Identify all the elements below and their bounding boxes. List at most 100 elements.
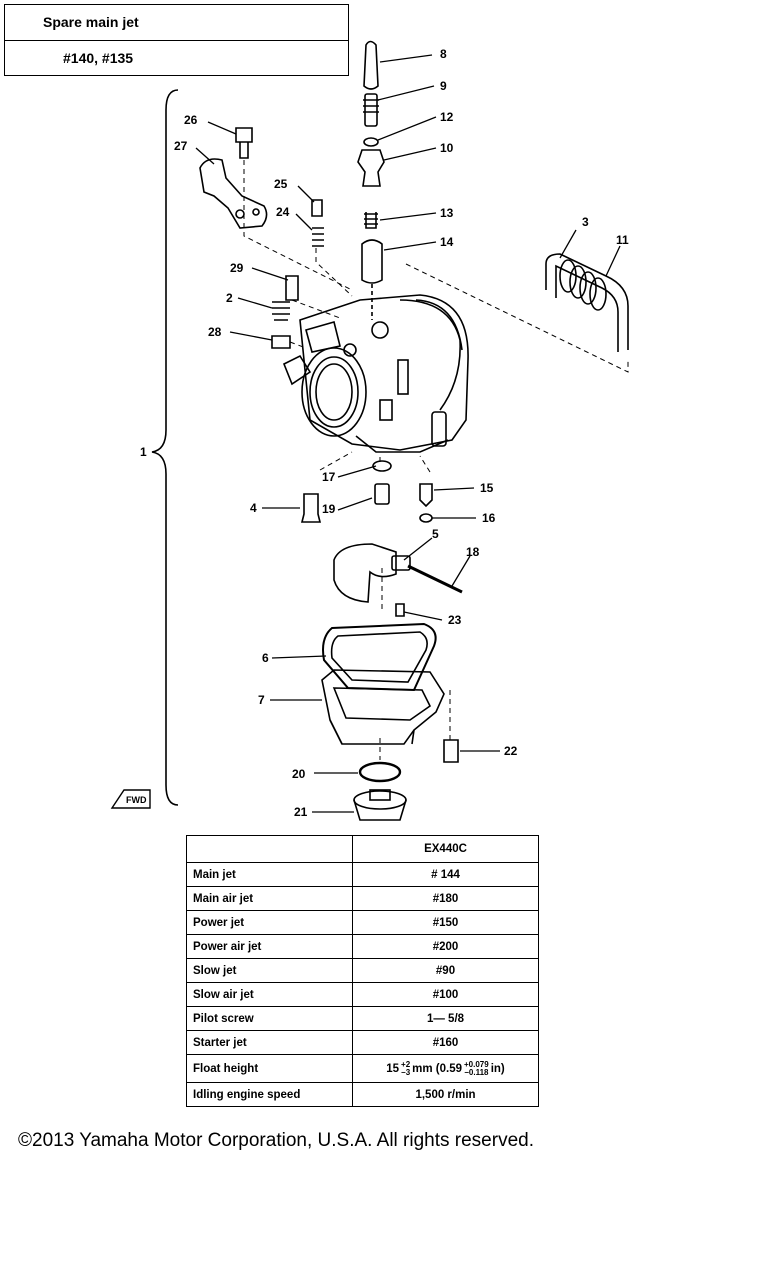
spec-label: Float height (186, 1054, 353, 1083)
part-5-float (333, 543, 397, 603)
spec-row: Power jet #150 (186, 910, 539, 935)
part-29 (285, 275, 299, 301)
spec-row: Slow air jet #100 (186, 982, 539, 1007)
part-label-6: 6 (262, 651, 269, 665)
part-label-7: 7 (258, 693, 265, 707)
part-8-cap (363, 40, 379, 90)
spare-main-jet-label: Spare main jet (5, 5, 348, 41)
part-label-29: 29 (230, 261, 244, 275)
part-21-drain-plug (353, 789, 407, 821)
spec-header-blank (186, 835, 353, 863)
in-plus: +0.079 (464, 1059, 489, 1069)
part-label-1: 1 (140, 445, 147, 459)
part-label-12: 12 (440, 110, 454, 124)
spec-row: Main air jet #180 (186, 886, 539, 911)
part-10 (357, 149, 385, 187)
part-label-23: 23 (448, 613, 462, 627)
part-25 (311, 199, 323, 217)
spec-header-row: EX440C (186, 835, 539, 863)
part-label-18: 18 (466, 545, 480, 559)
spec-header-model: EX440C (352, 835, 539, 863)
part-9 (364, 93, 378, 127)
part-27 (199, 158, 268, 229)
spec-value: #160 (352, 1030, 539, 1055)
part-2 (272, 301, 290, 321)
part-20-o-ring (358, 761, 402, 783)
float-height-mm-tolerance: +2 −3 (401, 1059, 411, 1077)
spec-label: Power air jet (186, 934, 353, 959)
part-label-11: 11 (616, 233, 629, 247)
fwd-arrow (110, 789, 151, 809)
float-height-in-tolerance: +0.079 −0.118 (464, 1059, 489, 1077)
part-15 (419, 483, 433, 508)
part-label-28: 28 (208, 325, 222, 339)
spec-label: Slow jet (186, 958, 353, 983)
part-label-5: 5 (432, 527, 439, 541)
part-label-19: 19 (322, 502, 336, 516)
part-28 (271, 335, 291, 349)
copyright-notice: ©2013 Yamaha Motor Corporation, U.S.A. A… (18, 1130, 534, 1151)
spec-row-float-height: Float height 15 +2 −3 mm (0.59 +0.079 −0… (186, 1054, 539, 1083)
part-label-10: 10 (440, 141, 454, 155)
spec-value: #150 (352, 910, 539, 935)
part-14 (361, 239, 383, 284)
part-label-22: 22 (504, 744, 518, 758)
part-label-9: 9 (440, 79, 447, 93)
spec-value: #180 (352, 886, 539, 911)
part-label-21: 21 (294, 805, 308, 819)
part-19 (374, 483, 390, 505)
part-label-25: 25 (274, 177, 288, 191)
spec-label: Pilot screw (186, 1006, 353, 1031)
spec-value: #90 (352, 958, 539, 983)
part-3-hose (545, 253, 629, 350)
spec-label: Idling engine speed (186, 1082, 353, 1107)
part-label-2: 2 (226, 291, 233, 305)
part-label-16: 16 (482, 511, 496, 525)
spec-label: Starter jet (186, 1030, 353, 1055)
part-26 (235, 127, 253, 159)
part-label-24: 24 (276, 205, 290, 219)
part-label-4: 4 (250, 501, 257, 515)
spare-main-jet-box: Spare main jet #140, #135 (4, 4, 349, 76)
carburetor-body (282, 294, 469, 453)
float-height-unit: mm (0.59 (412, 1062, 462, 1075)
spec-row: Pilot screw 1— 5/8 (186, 1006, 539, 1031)
spec-label: Power jet (186, 910, 353, 935)
part-18 (407, 564, 463, 594)
spec-value: #100 (352, 982, 539, 1007)
part-12 (363, 137, 379, 147)
spare-main-jet-values: #140, #135 (63, 50, 134, 66)
spec-label: Main jet (186, 862, 353, 887)
spec-value-float-height: 15 +2 −3 mm (0.59 +0.079 −0.118 in) (352, 1054, 539, 1083)
spec-value: #200 (352, 934, 539, 959)
part-label-20: 20 (292, 767, 306, 781)
spec-value: 1— 5/8 (352, 1006, 539, 1031)
spec-label: Main air jet (186, 886, 353, 911)
spec-label: Slow air jet (186, 982, 353, 1007)
part-23 (395, 603, 405, 617)
spec-row-idle: Idling engine speed 1,500 r/min (186, 1082, 539, 1107)
part-4 (300, 493, 322, 523)
part-label-27: 27 (174, 139, 188, 153)
part-11-spring (559, 259, 607, 311)
part-24 (312, 227, 324, 247)
part-22 (443, 739, 459, 763)
fwd-label: FWD (126, 795, 147, 805)
spec-row: Power air jet #200 (186, 934, 539, 959)
spec-row: Starter jet #160 (186, 1030, 539, 1055)
tol-minus: −3 (401, 1067, 411, 1077)
part-17 (372, 460, 392, 472)
carburetor-exploded-diagram: 8 9 12 10 13 14 26 27 25 24 3 11 29 2 28… (110, 40, 629, 821)
tol-plus: +2 (401, 1059, 411, 1069)
spec-table: EX440C Main jet # 144 Main air jet #180 … (186, 835, 539, 1107)
part-label-17: 17 (322, 470, 336, 484)
part-label-13: 13 (440, 206, 454, 220)
part-13 (364, 212, 378, 229)
part-label-26: 26 (184, 113, 198, 127)
spec-row: Slow jet #90 (186, 958, 539, 983)
part-label-15: 15 (480, 481, 494, 495)
assembly-brace (151, 89, 179, 806)
part-16 (419, 513, 433, 523)
part-label-14: 14 (440, 235, 454, 249)
in-minus: −0.118 (464, 1067, 489, 1077)
